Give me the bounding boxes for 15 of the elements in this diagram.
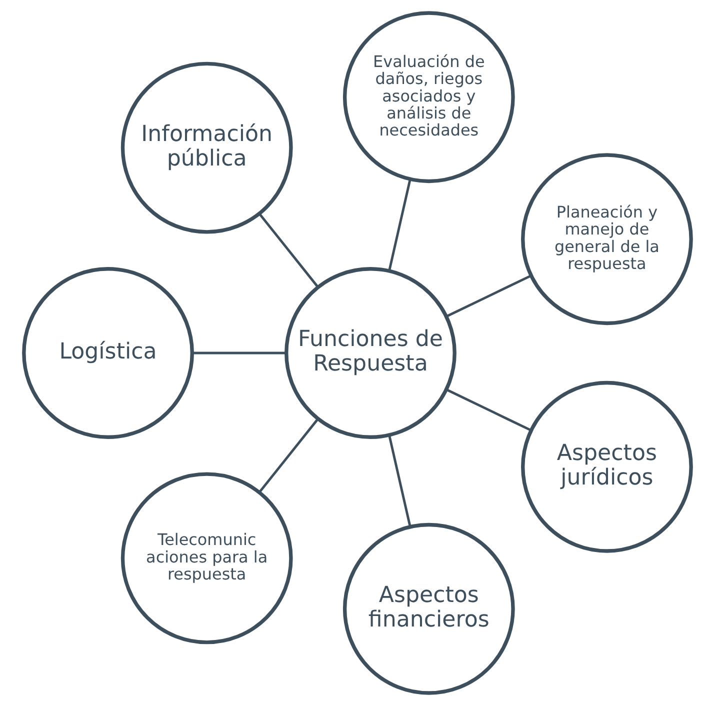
connector: [258, 418, 319, 494]
node-circle: Telecomunic aciones para la respuesta: [120, 472, 293, 644]
connector: [388, 434, 412, 527]
node-circle: Aspectos jurídicos: [521, 380, 693, 553]
node-circle: Aspectos financieros: [342, 522, 515, 695]
connector: [192, 352, 286, 354]
node-circle: Evaluación de daños, riegos asociados y análisis de necesidades: [342, 11, 515, 184]
connector: [258, 212, 319, 288]
node-circle: Logística: [22, 267, 194, 439]
connector: [388, 179, 412, 272]
node-circle: Planeación y manejo de general de la respuesta: [521, 153, 693, 326]
connector: [446, 274, 532, 318]
node-circle: Información pública: [120, 62, 293, 234]
node-circle: Funciones de Respuesta: [284, 267, 456, 439]
connector: [446, 388, 532, 432]
